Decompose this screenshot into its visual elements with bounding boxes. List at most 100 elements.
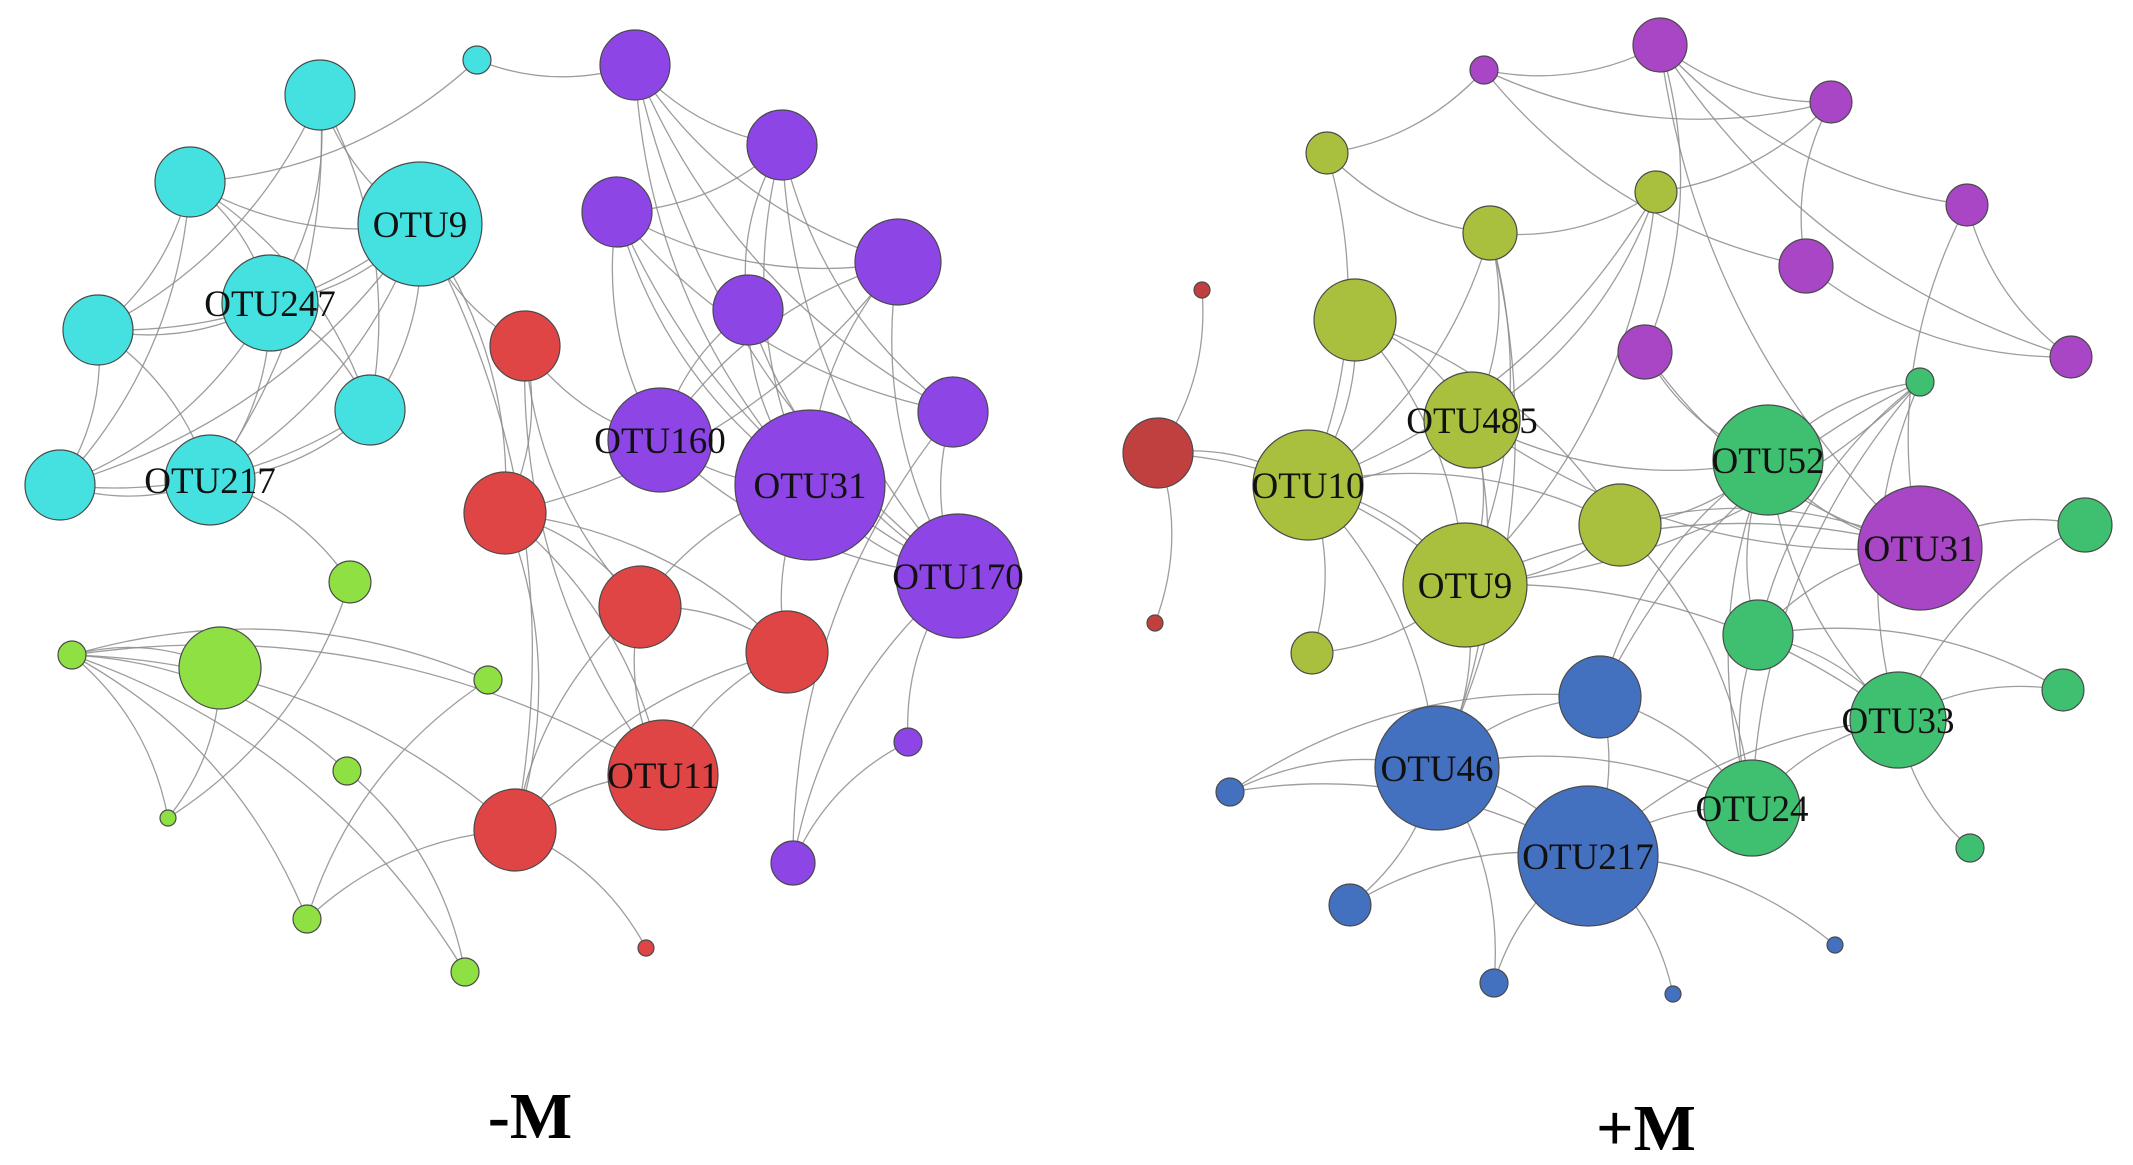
node-g2 [178,626,262,710]
node-label-otu170: OTU170 [892,557,1024,598]
panel-title-minus-m: -M [488,1080,572,1153]
edge-g3-g6 [71,654,169,819]
node-label-otu11: OTU11 [607,756,719,797]
edge-m1-m4 [1659,44,1968,206]
edge-p2-otu170 [781,144,959,577]
node-o6 [1290,631,1334,675]
edge-p3-p6 [616,211,954,413]
node-o1 [1305,131,1349,175]
edge-c3-c6 [59,181,191,486]
node-b4 [1479,968,1509,998]
edge-m2-m3 [1483,69,1832,120]
edge-p2-p6 [781,144,954,413]
node-o4 [1313,278,1397,362]
node-g3 [57,640,87,670]
node-c3 [154,146,226,218]
edge-otu9b-gr1 [1464,381,1921,586]
node-gr4 [2041,668,2085,712]
node-otu485 [1423,371,1521,469]
edge-m1-m6 [1644,44,1682,353]
node-gr2 [2057,497,2113,553]
node-label-otu33: OTU33 [1841,701,1954,742]
edge-m5-m7 [1805,265,2072,358]
node-r3 [598,565,682,649]
node-p6 [917,376,989,448]
node-otu31 [734,409,886,561]
node-otu11 [607,719,719,831]
node-label-otu31: OTU31 [753,466,866,507]
edge-m2-m5 [1483,69,1807,267]
node-otu46 [1374,705,1500,831]
edge-p3-otu170 [616,211,959,577]
edge-m4-m7 [1966,204,2072,358]
node-otu9 [1402,522,1528,648]
edge-p4-r2 [504,261,899,514]
node-gr3 [1722,599,1794,671]
edge-g3-g8 [71,654,466,973]
node-gr5 [1955,833,1985,863]
edge-g3-otu11 [71,644,664,776]
panel-title-plus-m: +M [1596,1092,1696,1165]
node-p2 [746,109,818,181]
node-c4 [62,294,134,366]
node-label-otu485: OTU485 [1406,401,1538,442]
edge-otu31b-otu485 [1471,419,1921,551]
edge-otu9b-otu33 [1464,583,1899,721]
node-p5 [712,274,784,346]
node-r5 [473,788,557,872]
node-d1 [1122,417,1194,489]
edge-m1-otu31b [1659,44,1921,549]
edge-g1-g6 [167,581,351,819]
node-c5 [334,374,406,446]
node-label-otu46: OTU46 [1380,749,1493,790]
edge-c2-c4 [97,94,321,331]
node-b3 [1328,883,1372,927]
node-c6 [24,449,96,521]
node-label-otu10: OTU10 [1251,466,1364,507]
node-p3 [581,176,653,248]
node-m1 [1632,17,1688,73]
node-o2 [1634,170,1678,214]
node-label-otu217: OTU217 [1522,837,1654,878]
node-otu31 [1857,485,1983,611]
node-g7 [292,904,322,934]
edge-gr1-otu24 [1751,381,1921,809]
edge-o3-otu46 [1436,232,1516,769]
edge-m1-m7 [1659,44,2072,358]
node-otu217 [164,434,256,526]
node-otu160 [607,387,713,493]
node-otu217 [1517,785,1659,927]
node-label-otu217: OTU217 [144,461,276,502]
node-label-otu31: OTU31 [1863,529,1976,570]
node-b1 [1558,655,1642,739]
node-otu9 [357,161,483,287]
edge-gr1-b1 [1599,381,1921,698]
node-d2 [1193,281,1211,299]
edge-g3-g7 [71,654,308,920]
edge-p6-p8 [792,411,954,864]
node-m3 [1809,80,1853,124]
node-p7 [893,727,923,757]
node-otu24 [1703,759,1801,857]
node-c1 [462,45,492,75]
edge-otu9-c6 [59,223,421,486]
edge-p7-p8 [792,741,909,864]
node-label-otu247: OTU247 [204,284,336,325]
node-label-otu9: OTU9 [1418,566,1513,607]
edge-r4-r5 [514,651,788,831]
node-p1 [599,29,671,101]
node-b6 [1826,936,1844,954]
node-g4 [473,665,503,695]
node-label-otu160: OTU160 [594,421,726,462]
node-otu33 [1849,671,1947,769]
node-o5 [1578,483,1662,567]
node-otu170 [895,513,1021,639]
node-r1 [489,310,561,382]
node-g8 [450,957,480,987]
edge-g3-r5 [71,654,516,831]
node-otu10 [1252,429,1364,541]
node-g1 [328,560,372,604]
node-m2 [1469,55,1499,85]
node-r6 [637,939,655,957]
